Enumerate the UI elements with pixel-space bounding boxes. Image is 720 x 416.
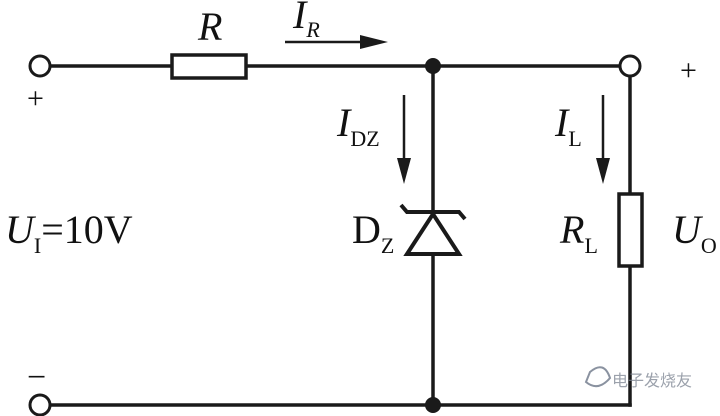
input-plus-sign: +: [27, 82, 44, 115]
junction-bottom: [425, 397, 441, 413]
label-DZ: DZ: [352, 207, 394, 258]
zener-bar: [399, 203, 467, 221]
resistor-R: [170, 53, 248, 80]
wires: [48, 64, 632, 407]
label-UI-sub: I: [34, 233, 41, 258]
label-RL-sub: L: [584, 233, 597, 258]
label-UO-sub: O: [701, 233, 717, 258]
label-UI-value: =10V: [41, 207, 133, 252]
arrow-IDZ-head: [397, 158, 411, 184]
zener-diode: [399, 203, 467, 256]
terminal-output-top: [618, 54, 642, 78]
label-IL: IL: [554, 100, 582, 151]
zener-triangle: [403, 210, 463, 256]
label-IDZ-sub: DZ: [350, 126, 379, 151]
junction-top: [425, 58, 441, 74]
label-IDZ-main: I: [336, 100, 352, 145]
watermark: 电子发烧友: [584, 366, 692, 390]
label-UI: UI=10V: [5, 207, 133, 258]
input-minus-sign: −: [27, 359, 46, 396]
label-DZ-sub: Z: [381, 233, 394, 258]
terminal-input-bottom: [28, 393, 52, 416]
label-UO: UO: [672, 207, 717, 258]
label-UI-main: U: [5, 207, 37, 252]
label-UO-main: U: [672, 207, 704, 252]
label-IL-sub: L: [568, 126, 581, 151]
label-IR-sub: R: [305, 17, 320, 42]
label-RL: RL: [559, 207, 598, 258]
watermark-text: 电子发烧友: [612, 371, 692, 390]
output-plus-sign: +: [680, 54, 697, 87]
arrow-IR: [285, 35, 388, 49]
label-R: R: [197, 4, 222, 49]
arrow-IL-head: [596, 158, 610, 184]
arrow-IR-head: [360, 35, 388, 49]
arrow-IL: [596, 95, 610, 184]
watermark-logo: [584, 366, 612, 388]
terminal-input-top: [28, 54, 52, 78]
label-DZ-main: D: [352, 207, 381, 252]
label-IR-main: I: [292, 0, 308, 37]
label-RL-main: R: [559, 207, 584, 252]
label-IL-main: I: [554, 100, 570, 145]
arrow-IDZ: [397, 95, 411, 184]
label-IDZ: IDZ: [336, 100, 380, 151]
resistor-RL: [617, 192, 644, 268]
label-IR: IR: [292, 0, 320, 42]
